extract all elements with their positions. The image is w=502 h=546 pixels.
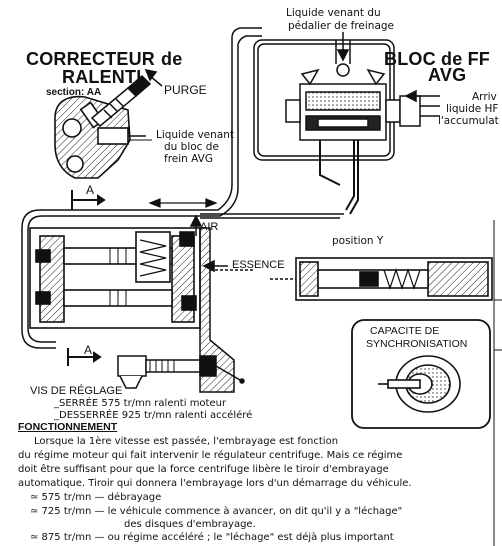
purge-screw [90,74,152,128]
regulator-body [29,227,201,329]
capacite-cylinder [378,355,461,413]
purge-label: PURGE [164,83,207,97]
paragraph-line-3: doit être suffisant pour que la force ce… [18,464,389,475]
paragraph-line-4: automatique. Tiroir qui donnera l'embray… [18,478,412,489]
liquide-frein-label-3: frein AVG [164,153,213,165]
page-edge [493,220,502,546]
section-marker-top [71,190,106,210]
capacite-label-2: SYNCHRONISATION [366,338,468,350]
purge-arrow [144,68,163,87]
bloc-frein-body [285,40,440,141]
dimension-arrow [148,198,218,208]
paragraph-line-2: du régime moteur qui fait intervenir le … [18,450,403,461]
essence-label: ESSENCE [232,259,285,271]
vis-reglage [117,355,245,389]
pedalier-label-2: pédalier de freinage [288,20,395,32]
title-de: de [161,49,183,69]
vis-reglage-label: VIS DE RÉGLAGE [30,385,123,397]
hydraulic-pipe [319,140,359,215]
title-correcteur: CORRECTEUR [26,49,156,69]
pedalier-label-1: Liquide venant du [286,7,381,19]
arrivee-arrow [404,89,440,103]
arrivee-label-2: liquide HF [446,103,499,115]
arrivee-label-1: Arriv [472,91,497,103]
paragraph-line-5: ≃ 575 tr/mn — débrayage [30,492,162,503]
section-a-top: A [86,183,95,197]
essence-arrow [202,259,228,273]
capacite-label-1: CAPACITE DE [370,325,440,337]
title-ralenti: RALENTI [62,67,142,87]
air-label: AIR [200,221,219,233]
capacite-box [351,319,491,429]
arrivee-label-3: l'accumulat [438,115,499,127]
serree-label: _SERRÉE 575 tr/mn ralenti moteur [54,398,227,409]
title-avg: AVG [428,65,467,85]
pipe-loop [21,27,344,349]
paragraph-line-8: ≃ 875 tr/mn — ou régime accéléré ; le "l… [30,532,394,543]
position-y-slide [270,257,493,301]
pedalier-arrow [336,32,350,62]
liquide-frein-label-2: du bloc de [164,141,219,153]
fonctionnement-heading: FONCTIONNEMENT [18,421,118,433]
paragraph-line-1: Lorsque la 1ère vitesse est passée, l'em… [34,436,339,447]
air-arrow [189,214,203,236]
desserree-label: _DESSERRÉE 925 tr/mn ralenti accéléré [54,410,253,421]
liquide-frein-label-1: Liquide venant [156,129,235,141]
section-a-bottom: A [84,343,93,357]
paragraph-line-6: ≃ 725 tr/mn — le véhicule commence à ava… [30,506,403,517]
correcteur-ralenti-body [54,95,146,179]
section-marker-bottom [67,348,102,366]
position-y-label: position Y [332,235,384,247]
paragraph-line-7: des disques d'embrayage. [124,519,256,530]
section-label: section: AA [46,87,102,98]
title-bloc: BLOC de FF [384,49,490,69]
